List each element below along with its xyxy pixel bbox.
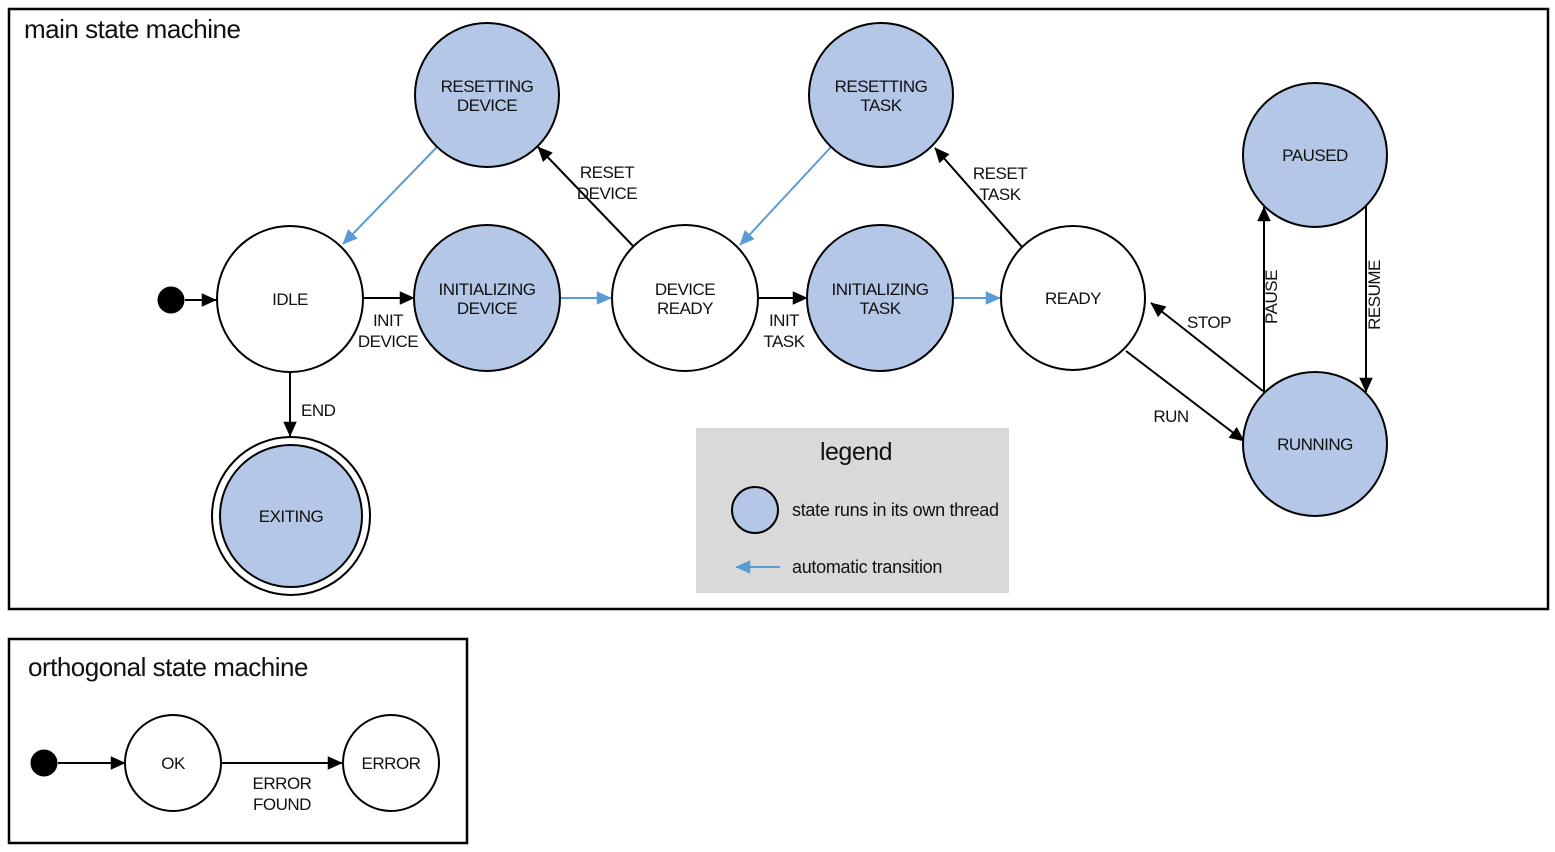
legend-automatic-transition-label: automatic transition xyxy=(792,557,942,577)
state-label-ready: READY xyxy=(1045,289,1101,308)
state-label-ok: OK xyxy=(161,754,186,773)
state-label-idle: IDLE xyxy=(272,290,308,309)
state-initializing-task: INITIALIZING TASK xyxy=(806,224,954,372)
transition-label-stop: STOP xyxy=(1187,313,1231,332)
legend: legend state runs in its own thread auto… xyxy=(696,428,1009,593)
legend-title: legend xyxy=(820,438,892,466)
state-circle-error xyxy=(342,714,440,812)
transition-label-pause: PAUSE xyxy=(1262,270,1281,324)
state-label-resetting-task: RESETTING xyxy=(835,77,928,96)
transition-label-reset-task: RESET xyxy=(973,164,1027,183)
state-label-paused: PAUSED xyxy=(1282,146,1348,165)
auto-transition-resetting-task-to-device-ready xyxy=(739,146,832,246)
state-label-running: RUNNING xyxy=(1277,435,1353,454)
state-label-initializing-task: INITIALIZING xyxy=(832,280,929,299)
state-label-initializing-device: INITIALIZING xyxy=(439,280,536,299)
state-ok: OK xyxy=(124,714,222,812)
state-initializing-device: INITIALIZING DEVICE xyxy=(413,224,561,372)
main-machine-title: main state machine xyxy=(24,14,240,44)
transition-label-resume: RESUME xyxy=(1365,260,1384,330)
state-label-initializing-task: TASK xyxy=(859,299,901,318)
transition-label-init-task: INIT xyxy=(769,311,799,330)
transition-label-run: RUN xyxy=(1153,407,1188,426)
transition-reset-task xyxy=(934,147,1023,248)
state-label-initializing-device: DEVICE xyxy=(457,299,517,318)
state-circle-initializing-task xyxy=(806,224,954,372)
state-circle-device-ready xyxy=(611,224,759,372)
state-error: ERROR xyxy=(342,714,440,812)
initial-state-dot xyxy=(157,286,185,314)
state-circle-exiting xyxy=(219,444,363,588)
state-resetting-task: RESETTING TASK xyxy=(808,22,954,168)
state-circle-initializing-device xyxy=(413,224,561,372)
state-running: RUNNING xyxy=(1242,371,1388,517)
transition-label-reset-device: DEVICE xyxy=(577,184,637,203)
orthogonal-machine-title: orthogonal state machine xyxy=(28,652,308,682)
transition-label-end: END xyxy=(301,401,336,420)
transition-label-init-device: DEVICE xyxy=(358,332,418,351)
state-idle: IDLE xyxy=(216,225,364,373)
state-circle-idle xyxy=(216,225,364,373)
state-device-ready: DEVICE READY xyxy=(611,224,759,372)
state-label-error: ERROR xyxy=(362,754,421,773)
transition-label-reset-task: TASK xyxy=(979,185,1021,204)
state-label-exiting: EXITING xyxy=(259,507,324,526)
state-label-device-ready: DEVICE xyxy=(655,280,715,299)
state-paused: PAUSED xyxy=(1242,82,1388,228)
state-circle-running xyxy=(1242,371,1388,517)
state-resetting-device: RESETTING DEVICE xyxy=(414,22,560,168)
transition-reset-device xyxy=(537,146,635,248)
state-circle-resetting-task xyxy=(808,22,954,168)
state-exiting-final: EXITING xyxy=(211,436,371,596)
transition-label-init-task: TASK xyxy=(763,332,805,351)
auto-transition-resetting-device-to-idle xyxy=(342,146,438,245)
transition-label-error-found: ERROR xyxy=(253,774,312,793)
orthogonal-initial-state-dot xyxy=(30,749,58,777)
transition-label-reset-device: RESET xyxy=(580,163,634,182)
transition-stop xyxy=(1150,302,1264,392)
transition-label-init-device: INIT xyxy=(373,311,403,330)
transition-label-error-found: FOUND xyxy=(253,795,311,814)
state-circle-paused xyxy=(1242,82,1388,228)
state-label-resetting-device: RESETTING xyxy=(441,77,534,96)
state-circle-ready xyxy=(1000,225,1146,371)
state-label-resetting-device: DEVICE xyxy=(457,96,517,115)
state-label-resetting-task: TASK xyxy=(860,96,902,115)
threaded-state-sample-icon xyxy=(731,486,779,534)
state-circle-resetting-device xyxy=(414,22,560,168)
state-ready: READY xyxy=(1000,225,1146,371)
state-circle-ok xyxy=(124,714,222,812)
legend-threaded-state-label: state runs in its own thread xyxy=(792,500,999,520)
state-label-device-ready: READY xyxy=(657,299,713,318)
transition-run xyxy=(1125,350,1245,442)
